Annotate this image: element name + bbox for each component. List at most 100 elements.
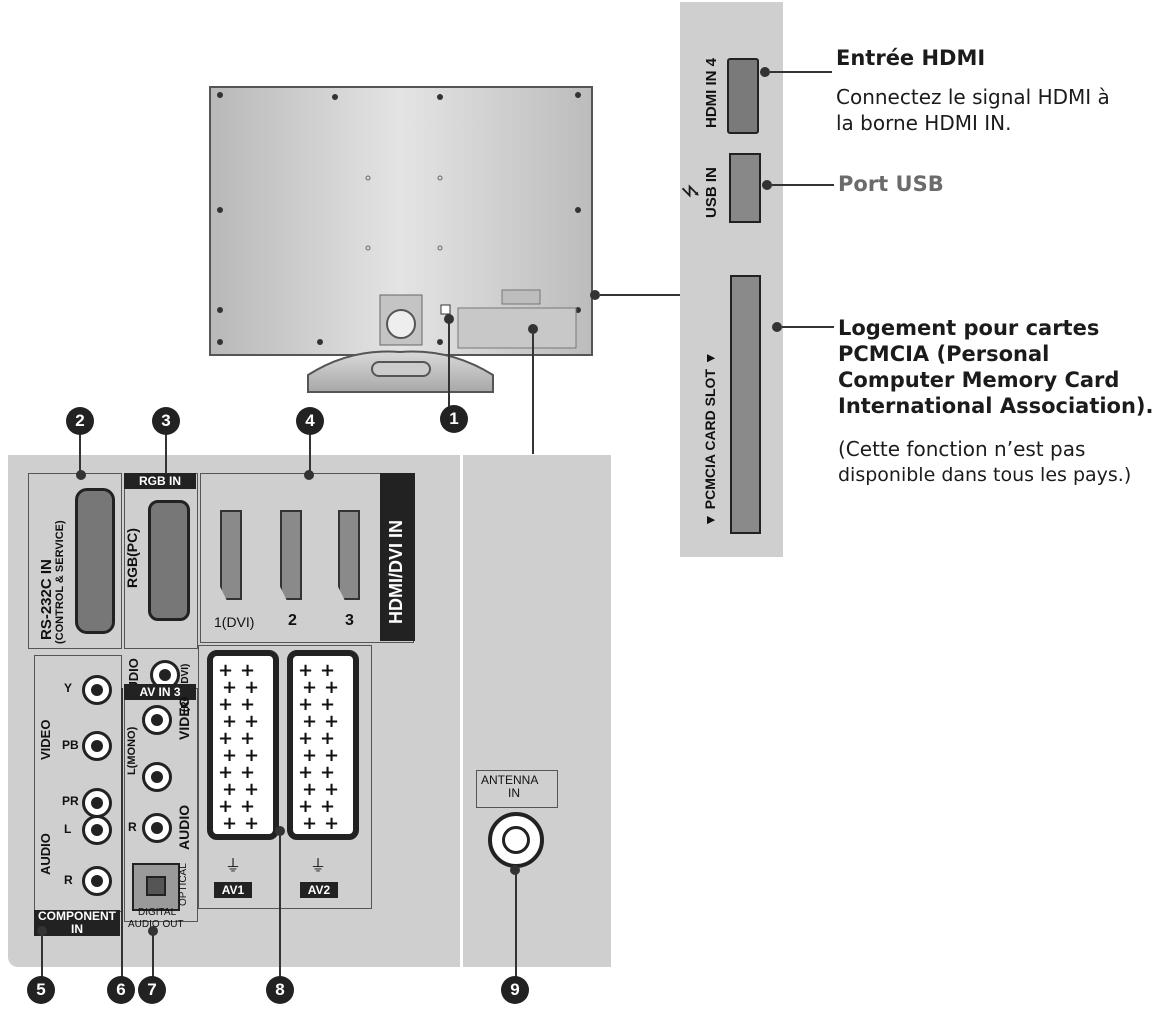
leader-6 — [121, 688, 123, 978]
component-l-label: L — [64, 822, 72, 836]
rs232c-port — [75, 488, 115, 634]
scart-pin: + — [240, 796, 256, 817]
rgb-pc-label: RGB(PC) — [124, 528, 140, 588]
scart-pin: + — [240, 728, 256, 749]
audio-out-label: AUDIO OUT — [128, 919, 184, 930]
hdmi1-label: 1(DVI) — [214, 614, 255, 630]
leader-5 — [41, 930, 43, 978]
leader-8 — [279, 828, 281, 978]
marker-8 — [275, 826, 285, 836]
pcmcia-slot-label: ▼ PCMCIA CARD SLOT ▼ — [702, 351, 718, 527]
scart-pin: + — [324, 813, 340, 834]
component-in-text2: IN — [71, 922, 83, 936]
antenna-label-frame — [476, 770, 558, 808]
pcmcia-callout-line1: Logement pour cartes — [838, 316, 1100, 340]
marker-4 — [304, 470, 314, 480]
usb-callout-title: Port USB — [838, 172, 944, 196]
scart-pin: + — [218, 796, 234, 817]
component-y-jack — [82, 675, 112, 705]
badge-3: 3 — [152, 407, 180, 435]
component-audio-label: AUDIO — [38, 833, 53, 875]
pcmcia-callout-line3: Computer Memory Card — [838, 368, 1120, 392]
scart-pin: + — [218, 728, 234, 749]
rs232c-sublabel: (CONTROL & SERVICE) — [54, 520, 66, 644]
scart-pin: + — [302, 711, 318, 732]
usb-icon: ⭍ — [680, 183, 702, 199]
hdmi-callout-title: Entrée HDMI — [836, 46, 986, 70]
rgb-in-label: RGB IN — [124, 473, 196, 489]
usb-leader — [772, 184, 834, 186]
scart-pin: + — [240, 762, 256, 783]
scart-pin: + — [320, 660, 336, 681]
l-mono-label: L(MONO) — [126, 726, 138, 775]
av-in3-video-label: VIDEO — [176, 696, 192, 740]
optical-label: OPTICAL — [178, 863, 189, 906]
scart-pin: + — [298, 694, 314, 715]
av-in3-audio-l-jack — [142, 762, 172, 792]
scart-pin: + — [324, 745, 340, 766]
marker-9 — [510, 865, 520, 875]
badge-7: 7 — [138, 976, 166, 1004]
leader-2 — [79, 420, 81, 474]
scart-pin: + — [218, 660, 234, 681]
scart-pin: + — [244, 677, 260, 698]
digital-label: DIGITAL — [138, 907, 177, 918]
component-audio-r-jack — [82, 866, 112, 896]
scart-av2-port — [287, 650, 359, 840]
hdmi1-port — [220, 510, 242, 600]
component-audio-l-jack — [82, 815, 112, 845]
scart-pin: + — [244, 813, 260, 834]
scart-pin: + — [320, 796, 336, 817]
scart-pin: + — [244, 711, 260, 732]
scart-pin: + — [222, 677, 238, 698]
av-in3-r-label: R — [128, 820, 137, 834]
pcmcia-callout-line4: International Association). — [838, 394, 1154, 418]
badge-1: 1 — [440, 405, 468, 433]
marker-7 — [148, 926, 158, 936]
leader-7 — [152, 930, 154, 978]
hdmi-callout-line1: Connectez le signal HDMI à — [836, 85, 1110, 109]
rs232-frame — [28, 473, 122, 649]
hdmi3-port — [338, 510, 360, 600]
rs232c-label: RS-232C IN — [38, 559, 55, 640]
side-panel-marker — [590, 290, 600, 300]
leader-3 — [165, 420, 167, 474]
badge-2: 2 — [66, 407, 94, 435]
scart-pin: + — [298, 728, 314, 749]
marker-2 — [76, 470, 86, 480]
scart-pin: + — [240, 694, 256, 715]
component-pb-jack — [82, 731, 112, 761]
marker-5 — [37, 926, 47, 936]
hdmi-in-4-port — [727, 58, 759, 134]
av2-label: AV2 — [300, 882, 338, 898]
scart-pin: + — [298, 762, 314, 783]
badge-8: 8 — [266, 976, 294, 1004]
scart-pin: + — [244, 745, 260, 766]
badge-5: 5 — [27, 976, 55, 1004]
hdmi-callout-line2: la borne HDMI IN. — [836, 111, 1012, 135]
scart-pin: + — [222, 813, 238, 834]
component-in-label: COMPONENT IN — [34, 910, 120, 936]
usb-marker — [762, 180, 772, 190]
marker-9-top — [528, 324, 538, 334]
leader-9 — [515, 868, 517, 978]
hdmi-dvi-label-bg — [380, 473, 415, 641]
hdmi3-label: 3 — [345, 612, 354, 629]
component-r-label: R — [64, 873, 73, 887]
scart-pin: + — [320, 694, 336, 715]
hdmi2-port — [280, 510, 302, 600]
tv-rear-illustration — [209, 86, 593, 393]
scart-pin: + — [244, 779, 260, 800]
scart-pin: + — [298, 796, 314, 817]
pcmcia-card-slot — [730, 275, 761, 534]
pcmcia-note-line2: disponible dans tous les pays.) — [838, 464, 1132, 486]
badge-6: 6 — [107, 976, 135, 1004]
antenna-port-inner — [502, 826, 530, 854]
av2-ground-icon: ⏚ — [310, 858, 327, 875]
rgb-pc-port — [148, 500, 190, 621]
scart-pin: + — [320, 728, 336, 749]
badge-4: 4 — [296, 407, 324, 435]
scart-pin: + — [222, 745, 238, 766]
scart-pin: + — [302, 813, 318, 834]
usb-in-port — [729, 153, 761, 223]
